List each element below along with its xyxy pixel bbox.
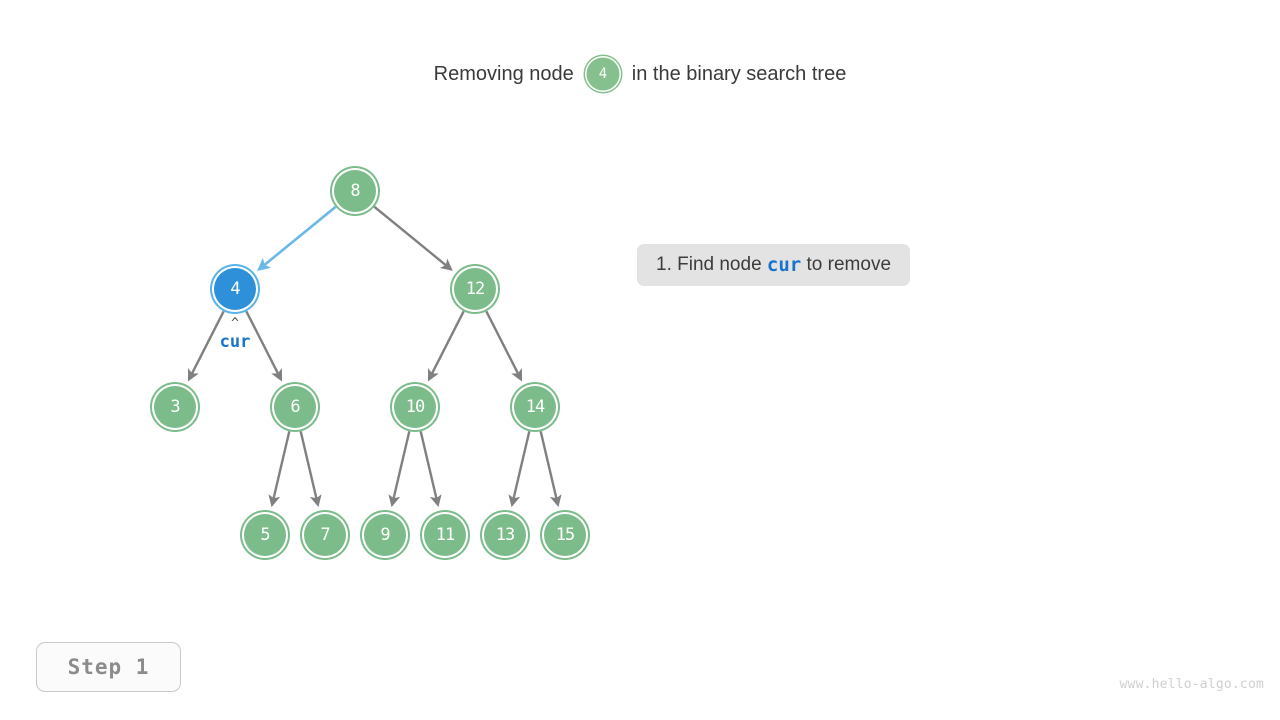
tree-node-14: 14 (512, 384, 558, 430)
annotation-prefix: 1. Find node (656, 254, 767, 275)
annotation-accent-cur: cur (766, 254, 802, 276)
tree-edge-14-to-15 (539, 431, 562, 508)
tree-node-6: 6 (272, 384, 318, 430)
tree-node-7: 7 (302, 512, 348, 558)
tree-edge-12-to-10 (427, 310, 465, 382)
tree-node-15: 15 (542, 512, 588, 558)
tree-edge-14-to-13 (508, 431, 531, 508)
tree-node-13: 13 (482, 512, 528, 558)
tree-edge-8-to-12 (373, 205, 453, 271)
step-badge: Step 1 (36, 642, 181, 692)
annotation-suffix: to remove (801, 254, 892, 275)
tree-node-10: 10 (392, 384, 438, 430)
tree-node-11: 11 (422, 512, 468, 558)
tree-node-4: 4 (212, 266, 258, 312)
tree-edge-4-to-3 (187, 310, 225, 382)
tree-node-8: 8 (332, 168, 378, 214)
tree-edge-10-to-11 (419, 431, 442, 508)
annotation-step-description: 1. Find node cur to remove (637, 244, 911, 286)
tree-node-5: 5 (242, 512, 288, 558)
site-watermark: www.hello-algo.com (1119, 677, 1264, 692)
tree-edge-8-to-4 (256, 205, 337, 272)
tree-node-9: 9 (362, 512, 408, 558)
tree-edge-10-to-9 (388, 431, 411, 508)
tree-node-12: 12 (452, 266, 498, 312)
tree-edge-6-to-5 (268, 431, 291, 508)
tree-edge-6-to-7 (299, 431, 322, 508)
tree-edge-4-to-6 (245, 310, 283, 382)
tree-node-3: 3 (152, 384, 198, 430)
tree-edge-12-to-14 (485, 310, 523, 382)
